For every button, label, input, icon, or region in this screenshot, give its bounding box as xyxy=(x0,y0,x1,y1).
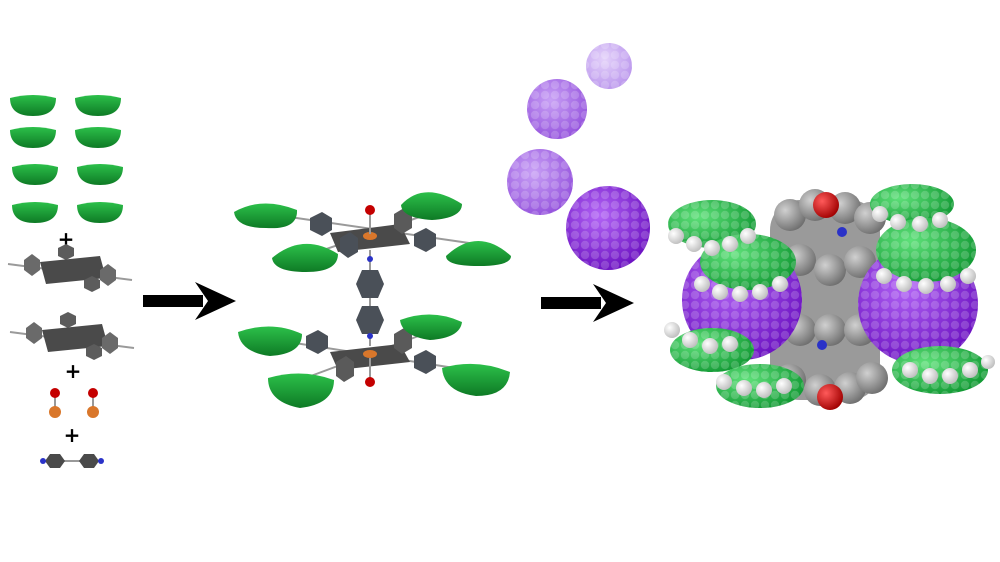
green-cap-group xyxy=(10,95,123,223)
green-cap-icon xyxy=(12,202,58,223)
plus-sign: + xyxy=(65,359,82,383)
green-cap-icon xyxy=(238,326,302,356)
green-cap-icon xyxy=(268,373,334,408)
top-porphyrin-layer xyxy=(234,192,511,272)
green-cap-icon xyxy=(442,363,510,396)
green-cap-icon xyxy=(272,243,338,272)
central-framework xyxy=(770,189,888,410)
pillar-linker xyxy=(356,250,384,346)
green-cap-icon xyxy=(446,241,511,266)
oxygen-atom xyxy=(817,384,843,410)
bottom-porphyrin-layer xyxy=(238,314,510,408)
green-cap-icon xyxy=(10,127,56,148)
green-cap-icon xyxy=(75,95,121,116)
green-cap-icon xyxy=(234,203,298,229)
right-arrow-icon xyxy=(541,284,634,322)
green-cap-icon xyxy=(77,164,123,185)
assembled-dimer xyxy=(234,192,511,408)
green-cap-icon xyxy=(77,202,123,223)
fullerene-icon xyxy=(566,186,650,270)
green-cap-icon xyxy=(401,192,462,220)
oxygen-atom xyxy=(813,192,839,218)
bipyridine-linker xyxy=(40,454,104,468)
host-guest-complex xyxy=(664,184,995,410)
building-blocks: + + + xyxy=(7,95,135,468)
fullerene-icon xyxy=(527,79,587,139)
green-cap-icon xyxy=(10,95,56,116)
porphyrin-frame xyxy=(7,244,133,292)
fullerene-icon xyxy=(586,43,632,89)
green-cap-icon xyxy=(12,164,58,185)
green-cap-icon xyxy=(75,127,121,148)
fullerene-guests xyxy=(507,43,650,270)
green-cap-icon xyxy=(400,314,462,340)
fullerene-icon xyxy=(507,149,573,215)
plus-sign: + xyxy=(58,227,75,251)
metal-oxo-unit xyxy=(49,388,99,418)
porphyrin-frame xyxy=(9,312,135,360)
hydrogen-atoms xyxy=(664,206,995,398)
plus-sign: + xyxy=(64,423,81,447)
right-arrow-icon xyxy=(143,282,236,320)
